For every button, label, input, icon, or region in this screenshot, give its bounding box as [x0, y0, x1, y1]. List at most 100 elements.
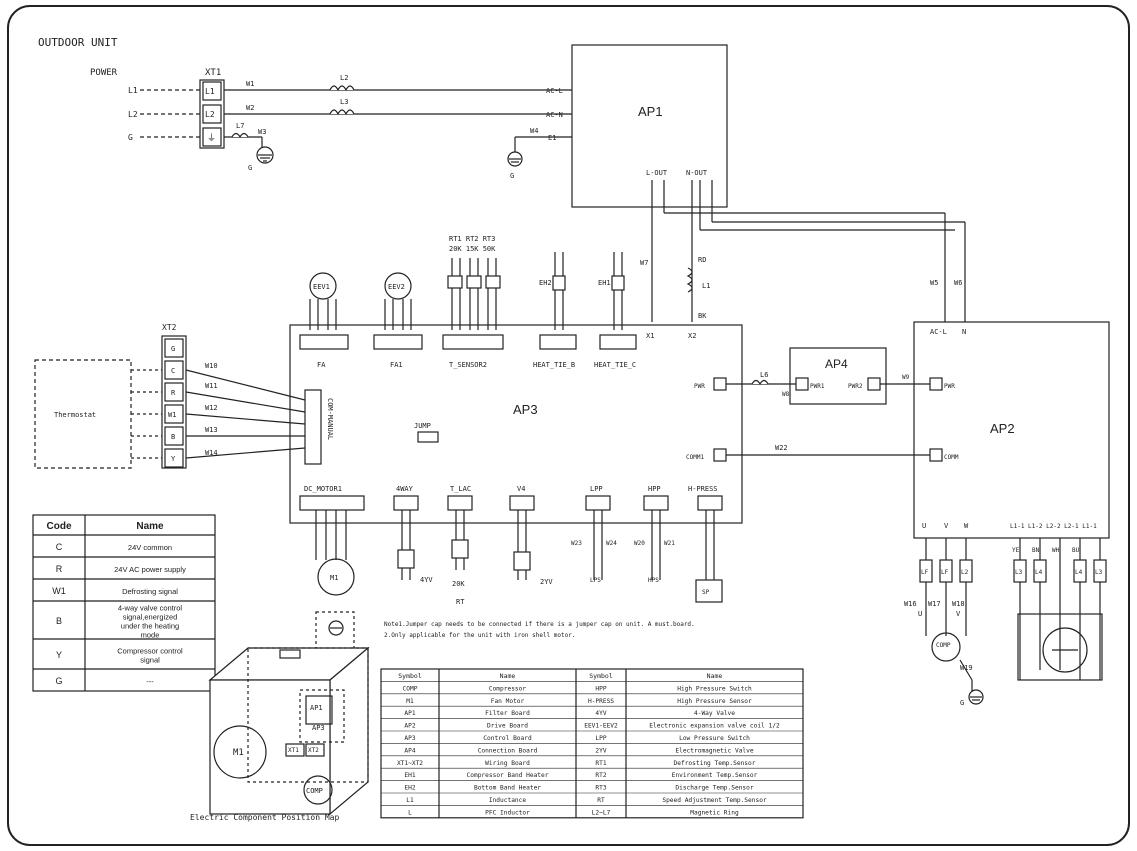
code-header-code: Code	[47, 521, 72, 532]
symbol-header: Symbol	[589, 672, 613, 680]
wire-w18: W18	[952, 600, 965, 608]
code-row-code: R	[56, 564, 63, 574]
symbol-cell: Speed Adjustment Temp.Sensor	[662, 797, 767, 804]
eev2-label: EEV2	[388, 283, 405, 291]
hps-label: HPS	[648, 577, 659, 584]
symbol-cell: Defrosting Temp.Sensor	[674, 760, 756, 767]
wire-w23: W23	[571, 540, 582, 547]
symbol-cell: Connection Board	[478, 747, 538, 754]
code-row-code: B	[56, 616, 62, 626]
xt1-label: XT1	[205, 68, 221, 78]
symbol-cell: Compressor	[489, 685, 527, 692]
ap4-label: AP4	[825, 357, 848, 371]
ap1-label: AP1	[638, 104, 663, 119]
code-row-name: ---	[146, 677, 154, 686]
xt1-l2: L2	[205, 110, 215, 119]
ap2-col-bn: BN	[1032, 547, 1040, 554]
symbol-cell: Compressor Band Heater	[467, 772, 549, 779]
fa1-label: FA1	[390, 361, 403, 369]
symbol-cell: LPP	[595, 735, 606, 742]
ap2-u: U	[922, 522, 926, 530]
heat-b-label: HEAT_TIE_B	[533, 361, 575, 369]
ap4-pwr1: PWR1	[810, 383, 825, 390]
symbol-cell: Filter Board	[485, 710, 530, 717]
wire-w13: W13	[205, 426, 218, 434]
ap2-lf-2: LF	[941, 569, 949, 576]
terminal-x2: X2	[688, 332, 696, 340]
ap3-pwr: PWR	[694, 383, 705, 390]
ap3-jump: JUMP	[414, 422, 431, 430]
wire-w20: W20	[634, 540, 645, 547]
ap3-bottom-connectors: DC_MOTOR1 M1 4WAY 4YV T_LAC 20K RT V4 2Y…	[299, 485, 723, 651]
svg-text:L2: L2	[340, 74, 348, 82]
wire-w5: W5	[930, 279, 938, 287]
ap3-label: AP3	[513, 402, 538, 417]
sensor-header-1: RT1 RT2 RT3	[449, 235, 495, 243]
ap2-label: AP2	[990, 421, 1015, 436]
ap2-block: AP2 AC-L N PWR COMM U V W L1-1 L1-2 L2-2…	[913, 321, 1110, 539]
thermostat-label: Thermostat	[54, 411, 96, 419]
code-row-name: 24V AC power supply	[114, 565, 186, 574]
xt2-section: XT2 G C R W1 B Y Thermostat W10 W11 W12 …	[34, 323, 306, 469]
ap2-bottom-wiring: LF LF L2 W16 W17 W18 U V COMP W19 G L3 L…	[904, 538, 1107, 707]
note-2: 2.Only applicable for the unit with iron…	[384, 632, 575, 639]
symbol-cell: Environment Temp.Sensor	[672, 772, 758, 779]
dc-motor-label: DC_MOTOR1	[304, 485, 342, 493]
four-way-label: 4WAY	[396, 485, 414, 493]
symbol-cell: Low Pressure Switch	[679, 735, 750, 742]
xt1-g: ⏚	[207, 133, 216, 144]
symbol-header: Symbol	[398, 672, 422, 680]
symbol-header: Name	[500, 672, 516, 680]
symbol-cell: COMP	[403, 685, 418, 692]
symbol-cell: 4-Way Valve	[694, 710, 735, 717]
map-m1: M1	[233, 748, 244, 758]
wire-w8: W8	[782, 391, 790, 398]
symbol-cell: 2YV	[595, 747, 606, 754]
fa-label: FA	[317, 361, 326, 369]
symbol-cell: Control Board	[483, 735, 532, 742]
ap1-out-wires: W7 RD L1 BK X1 X2 W5 W6	[640, 180, 966, 340]
map-caption: Electric Component Position Map	[190, 813, 339, 822]
t-sensor-label: T_SENSOR2	[449, 361, 487, 369]
outer-border	[7, 5, 1130, 846]
symbol-cell: Drive Board	[487, 723, 528, 730]
symbol-cell: High Pressure Sensor	[677, 698, 752, 705]
lpp-label: LPP	[590, 485, 603, 493]
wire-w16: W16	[904, 600, 917, 608]
wire-w6: W6	[954, 279, 962, 287]
symbol-cell: RT	[597, 797, 605, 804]
code-header-name: Name	[136, 521, 164, 532]
svg-text:L3: L3	[340, 98, 348, 106]
xt2-term-b: B	[171, 433, 175, 441]
ap4-pwr2: PWR2	[848, 383, 863, 390]
symbol-cell: EEV1-EEV2	[584, 723, 618, 730]
wire-w12: W12	[205, 404, 218, 412]
svg-text:L7: L7	[236, 122, 244, 130]
ap1-e1: E1	[548, 134, 556, 142]
code-row-code: C	[56, 542, 63, 552]
svg-text:G: G	[510, 172, 514, 180]
ap2-l3-b: L3	[1095, 569, 1103, 576]
wire-w19: W19	[960, 664, 973, 672]
rt-label: RT	[456, 598, 465, 606]
code-row-code: Y	[56, 650, 62, 660]
v2-coil-label: 2YV	[540, 578, 553, 586]
symbol-cell: High Pressure Switch	[677, 685, 752, 692]
wire-w1: W1	[246, 80, 254, 88]
inductor-l1: L1	[702, 282, 710, 290]
symbol-cell: Fan Motor	[491, 698, 525, 705]
symbol-cell: M1	[406, 698, 414, 705]
wire-w14: W14	[205, 449, 218, 457]
ap2-col-bu: BU	[1072, 547, 1080, 554]
eh1-label: EH1	[598, 279, 611, 287]
wire-w21: W21	[664, 540, 675, 547]
symbol-cell: PFC Inductor	[485, 809, 530, 816]
ap3-block: AP3 JUMP COM-MANUAL PWR COMM1	[289, 324, 743, 524]
symbol-cell: Electromagnetic Valve	[675, 747, 754, 754]
wire-bk: BK	[698, 312, 707, 320]
wire-w11: W11	[205, 382, 218, 390]
